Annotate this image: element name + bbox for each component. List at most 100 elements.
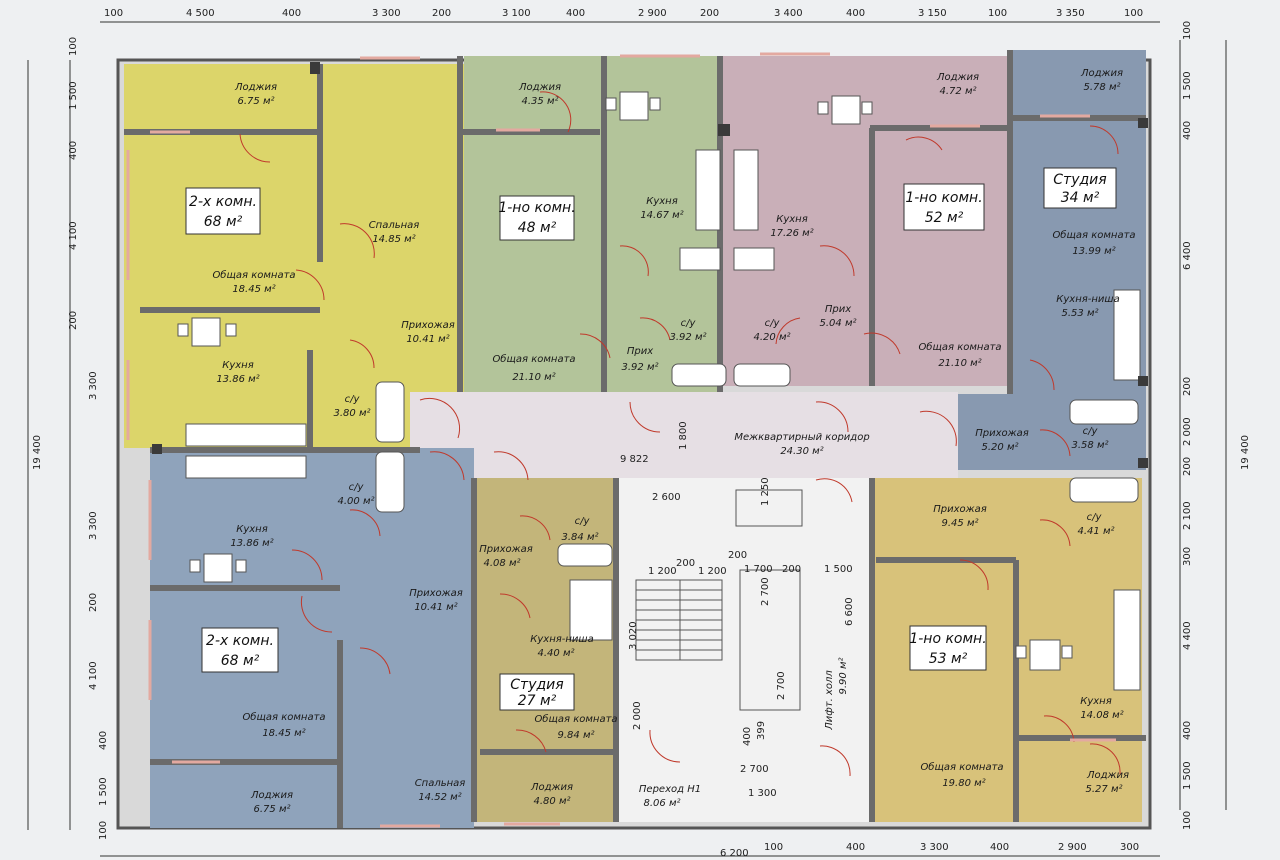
dim-left-6: 3 300 [88,511,99,540]
svg-text:с/у: с/у [349,482,365,493]
apartment-fill [150,448,474,828]
svg-text:5.27 м²: 5.27 м² [1086,784,1123,795]
svg-text:13.86 м²: 13.86 м² [230,538,273,549]
apartment-studio-27 [474,478,616,822]
svg-text:8.06 м²: 8.06 м² [644,798,681,809]
svg-text:Общая комната: Общая комната [242,711,325,723]
dim-left-4: 200 [68,311,79,330]
apt-label-1: 1-но комн. 48 м² [498,195,576,241]
dim-top-5: 3 100 [502,8,531,19]
room-9: с/у3.92 м² [670,318,707,343]
room-36: с/у4.41 м² [1078,512,1115,537]
apt-label-0: 2-х комн. 68 м² [185,187,261,235]
stair-dim-3: 200 [676,558,695,569]
stair-dimensions: 2 600 200 1 200 200 1 200 1 700 200 3 02… [628,477,855,775]
svg-text:5.04 м²: 5.04 м² [820,318,857,329]
svg-text:Кухня: Кухня [1080,696,1112,707]
stair-dim-12: 6 600 [844,597,855,626]
apt-title: 2-х комн. [189,194,257,210]
wall-posts [152,62,1148,468]
svg-text:4.40 м²: 4.40 м² [538,648,575,659]
stair-dim-1: 200 [728,550,747,561]
dim-top-2: 400 [282,8,301,19]
svg-text:Спальная: Спальная [415,778,466,789]
dim-right-2: 400 [1182,121,1193,140]
svg-text:10.41 м²: 10.41 м² [406,334,449,345]
corridor-length: 9 822 [620,454,649,465]
svg-text:14.52 м²: 14.52 м² [418,792,461,803]
room-26: Спальная 14.52 м² [415,778,466,803]
dim-bottom-3: 400 [990,842,1009,853]
svg-text:4.72 м²: 4.72 м² [940,86,977,97]
top-dimensions: 100 4 500 400 3 300 200 3 100 400 2 900 … [104,8,1143,19]
stair-dim-14: 2 700 [776,671,787,700]
svg-text:Прих: Прих [627,346,653,357]
dim-top-7: 2 900 [638,8,667,19]
svg-text:3.80 м²: 3.80 м² [334,408,371,419]
dim-bottom-1: 400 [846,842,865,853]
svg-text:с/у: с/у [345,394,361,405]
dim-top-11: 3 150 [918,8,947,19]
dim-left-11: 100 [98,821,109,840]
svg-text:Лоджия: Лоджия [530,782,573,793]
svg-text:Спальная: Спальная [369,220,420,231]
dim-right-9: 4 400 [1182,621,1193,650]
stair-dim-16: 399 [756,721,767,740]
apt-label-2: 1-но комн. 52 м² [903,183,985,231]
svg-text:Лоджия: Лоджия [936,72,979,83]
dim-right-4: 200 [1182,377,1193,396]
dim-bottom-2: 3 300 [920,842,949,853]
svg-text:3.58 м²: 3.58 м² [1072,440,1109,451]
counters [185,149,1141,691]
svg-text:Общая комната: Общая комната [920,761,1003,773]
apt-title: Студия [510,677,563,693]
svg-text:4.35 м²: 4.35 м² [522,96,559,107]
svg-text:Лоджия: Лоджия [250,790,293,801]
dim-left-5: 3 300 [88,371,99,400]
svg-text:24.30 м²: 24.30 м² [780,446,823,457]
stair-dim-10: 1 250 [760,477,771,506]
svg-text:Лоджия: Лоджия [234,82,277,93]
stairs [635,489,803,711]
dim-left-2: 400 [68,141,79,160]
svg-text:Прихожая: Прихожая [401,320,455,331]
stair-dim-11: 1 500 [824,564,853,575]
apt-label-4: 2-х комн. 68 м² [201,627,279,673]
dim-top-3: 3 300 [372,8,401,19]
dim-right-1: 1 500 [1182,71,1193,100]
bottom-dimensions: 100 400 3 300 400 2 900 300 1 300 6 200 [720,788,1139,859]
apt-label-6: 1-но комн. 53 м² [909,625,987,671]
dim-top-4: 200 [432,8,451,19]
dim-top-8: 200 [700,8,719,19]
apt-title: 1-но комн. [909,631,986,647]
svg-text:Прихожая: Прихожая [975,428,1029,439]
apartment-2room-bottom [150,448,474,828]
svg-text:3.84 м²: 3.84 м² [562,532,599,543]
dim-top-6: 400 [566,8,585,19]
svg-text:5.78 м²: 5.78 м² [1084,82,1121,93]
dim-left-8: 4 100 [88,661,99,690]
apartment-fill [958,394,1058,470]
apt-label-3: Студия 34 м² [1043,167,1117,209]
dim-top-13: 3 350 [1056,8,1085,19]
svg-text:Прихожая: Прихожая [409,588,463,599]
svg-text:Переход Н1: Переход Н1 [639,784,701,795]
dim-top-0: 100 [104,8,123,19]
dim-top-12: 100 [988,8,1007,19]
apt-area: 27 м² [518,693,557,709]
room-12: с/у4.20 м² [754,318,791,343]
apt-title: 1-но комн. [905,190,982,206]
svg-text:13.86 м²: 13.86 м² [216,374,259,385]
